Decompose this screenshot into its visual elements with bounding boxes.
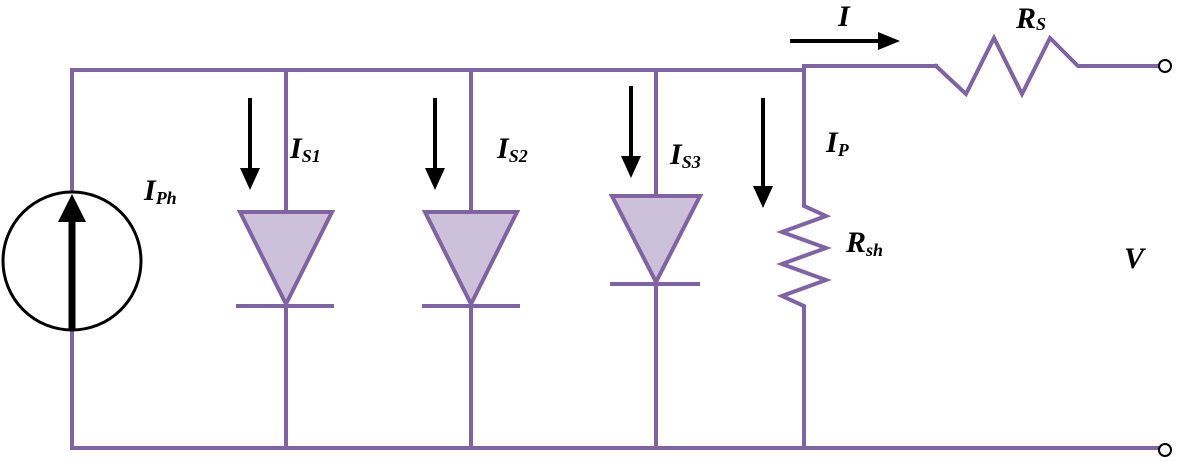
diode-3-current-arrow [621, 86, 641, 178]
label-diode-3-current: IS3 [669, 138, 701, 172]
diode-2-body [421, 210, 521, 309]
label-photo-current: IPh [143, 174, 177, 208]
diode-1-body [236, 210, 336, 309]
current-source [1, 190, 143, 332]
label-voltage: V [1124, 242, 1147, 275]
label-series-resistor: RS [1015, 2, 1046, 35]
label-shunt-resistor: Rsh [845, 226, 883, 260]
diode-1-current-arrow [240, 98, 260, 190]
label-diode-1-current: IS1 [289, 132, 321, 166]
series-resistor-zigzag [933, 33, 1162, 99]
shunt-resistor-zigzag [776, 68, 832, 450]
negative-terminal [1158, 443, 1172, 457]
source-arrow-head [58, 194, 86, 222]
series-resistor [933, 33, 1162, 99]
diode-3 [608, 68, 704, 450]
diode-3-body [608, 194, 704, 287]
shunt-resistor [776, 68, 832, 450]
label-output-current: I [837, 0, 851, 33]
positive-terminal [1158, 59, 1172, 73]
diode-2-current-arrow [425, 98, 445, 190]
current-arrow-out [790, 32, 900, 50]
label-shunt-current: IP [825, 126, 850, 160]
top-rail [70, 64, 938, 72]
label-diode-2-current: IS2 [496, 132, 528, 166]
diode-2 [421, 68, 521, 450]
shunt-current-arrow [753, 98, 773, 208]
diode-1 [236, 68, 336, 450]
